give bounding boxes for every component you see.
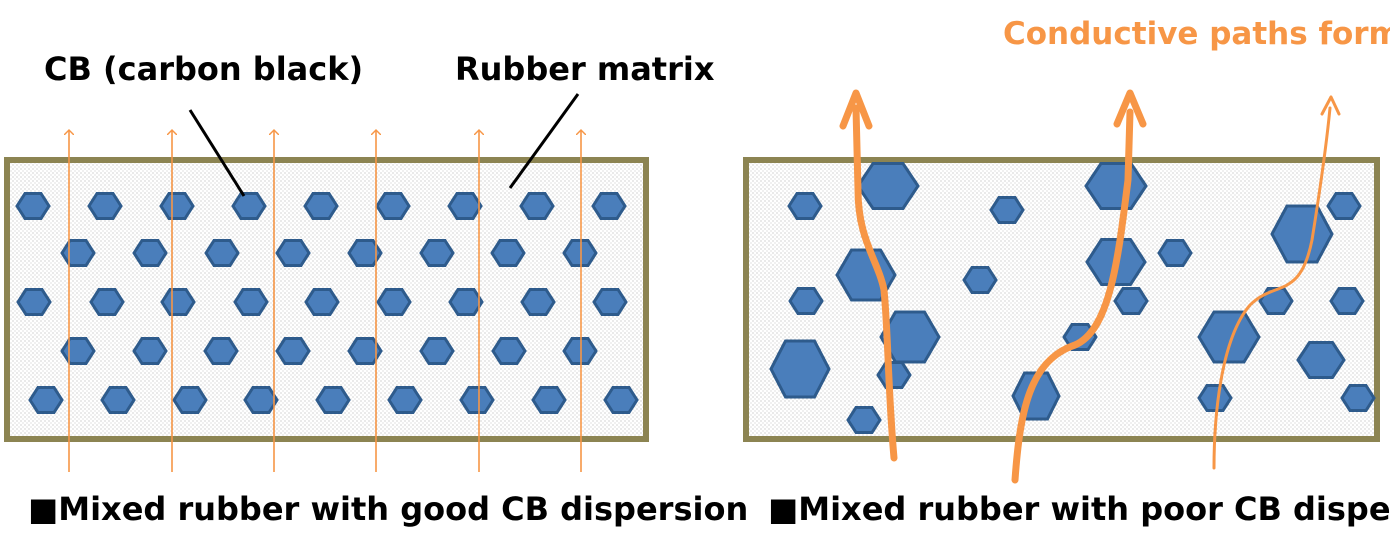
cb-particle xyxy=(769,339,831,399)
cb-particle xyxy=(376,288,412,316)
cb-particle xyxy=(519,192,555,220)
cb-particle xyxy=(603,386,639,414)
cb-particle xyxy=(204,239,240,267)
cb-particle xyxy=(159,192,195,220)
rubber-pointer-line xyxy=(508,93,580,189)
cb-particle xyxy=(243,386,279,414)
cb-particle xyxy=(447,192,483,220)
cb-particle xyxy=(1329,287,1365,315)
cb-particle xyxy=(1197,310,1261,364)
conductive-path-1 xyxy=(852,104,898,462)
conductive-path-3 xyxy=(1212,106,1332,470)
cb-particle xyxy=(16,288,52,316)
good-dispersion-panel xyxy=(4,93,649,472)
cb-particle xyxy=(233,288,269,316)
cb-particle xyxy=(490,239,526,267)
cb-particle xyxy=(846,406,882,434)
cb-particle xyxy=(60,337,96,365)
poor-dispersion-caption: ■Mixed rubber with poor CB dispersion xyxy=(768,490,1390,528)
cb-particle xyxy=(1113,287,1149,315)
cb-particle xyxy=(1296,341,1346,379)
good-dispersion-caption: ■Mixed rubber with good CB dispersion xyxy=(28,490,748,528)
cb-particle xyxy=(419,337,455,365)
cb-particle xyxy=(387,386,423,414)
cb-particle xyxy=(132,239,168,267)
cb-particle xyxy=(172,386,208,414)
cb-particle xyxy=(788,287,824,315)
cb-particle xyxy=(491,337,527,365)
cb-particle xyxy=(962,266,998,294)
cb-particle xyxy=(591,192,627,220)
cb-particle xyxy=(1197,384,1233,412)
conductive-path-1-arrowhead xyxy=(839,89,873,130)
conductive-paths-label: Conductive paths form xyxy=(1003,16,1390,52)
cb-particle xyxy=(132,337,168,365)
conductive-path-2 xyxy=(1011,108,1134,484)
cb-particle xyxy=(87,192,123,220)
cb-particle xyxy=(592,288,628,316)
cb-particle xyxy=(1084,162,1148,210)
cb-particle xyxy=(531,386,567,414)
cb-particle xyxy=(160,288,196,316)
cb-particle xyxy=(100,386,136,414)
cb-particles-good xyxy=(15,192,639,414)
cb-particle xyxy=(275,239,311,267)
cb-particle xyxy=(1258,287,1294,315)
cb-particle xyxy=(28,386,64,414)
cb-particle xyxy=(520,288,556,316)
cb-particle xyxy=(1340,384,1376,412)
cb-particle xyxy=(419,239,455,267)
cb-particle xyxy=(315,386,351,414)
conductive-path-3-arrowhead xyxy=(1320,95,1341,116)
cb-particle xyxy=(60,239,96,267)
cb-particle xyxy=(856,162,920,210)
rubber-matrix-label: Rubber matrix xyxy=(455,50,715,88)
cb-particle xyxy=(275,337,311,365)
conductive-path-2-arrowhead xyxy=(1113,89,1147,128)
cb-particle xyxy=(203,337,239,365)
poor-dispersion-panel xyxy=(743,89,1380,484)
cb-particle xyxy=(562,337,598,365)
cb-particle xyxy=(876,361,912,389)
cb-particle xyxy=(89,288,125,316)
cb-particle xyxy=(1270,204,1334,264)
cb-particle xyxy=(989,196,1025,224)
cb-particle xyxy=(347,337,383,365)
cb-particle xyxy=(1157,239,1193,267)
cb-particle xyxy=(448,288,484,316)
cb-pointer-line xyxy=(188,109,246,197)
thin-arrows-good xyxy=(69,130,581,472)
cb-particle xyxy=(304,288,340,316)
cb-particle xyxy=(375,192,411,220)
cb-particles-poor xyxy=(769,162,1376,434)
cb-label: CB (carbon black) xyxy=(44,50,363,88)
cb-particle xyxy=(231,192,267,220)
cb-particle xyxy=(303,192,339,220)
cb-particle xyxy=(562,239,598,267)
cb-particle xyxy=(15,192,51,220)
cb-particle xyxy=(459,386,495,414)
cb-particle xyxy=(347,239,383,267)
cb-particle xyxy=(787,192,823,220)
cb-particle xyxy=(1326,192,1362,220)
